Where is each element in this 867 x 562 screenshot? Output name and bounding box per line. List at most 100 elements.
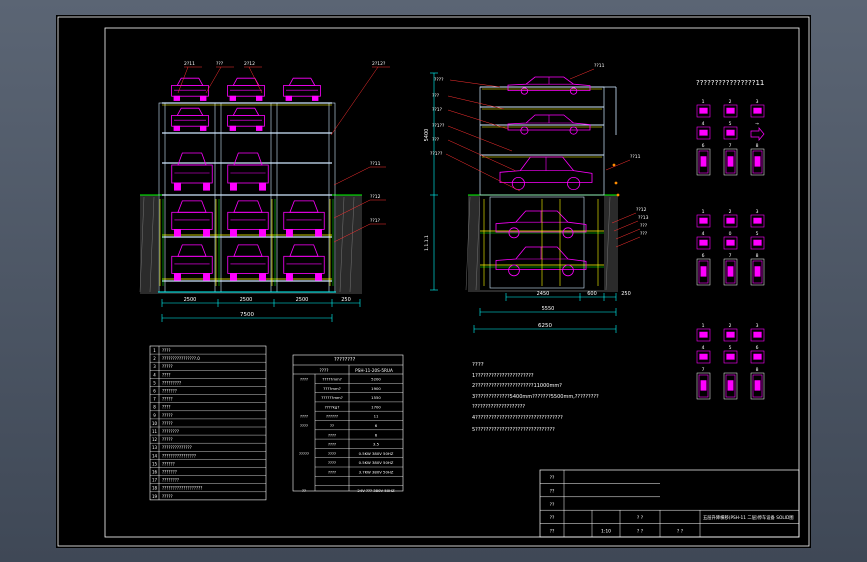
steel-frame bbox=[479, 86, 605, 196]
part-number: 5 bbox=[153, 380, 156, 385]
car-body bbox=[171, 115, 209, 127]
car-outline bbox=[750, 104, 765, 118]
note-line: ???????????????????? bbox=[472, 404, 525, 410]
callout-label: ???? bbox=[434, 77, 444, 83]
car-body bbox=[171, 255, 213, 274]
leader-line bbox=[447, 95, 505, 110]
car-icon bbox=[507, 114, 591, 135]
car-wheel bbox=[567, 177, 581, 191]
car-outline bbox=[752, 374, 763, 398]
slot-number: 3 bbox=[756, 323, 759, 329]
car-wheel bbox=[311, 95, 319, 101]
pallet-slot bbox=[723, 372, 738, 400]
notes-title: ???? bbox=[472, 362, 484, 368]
inner-frame bbox=[104, 27, 800, 538]
car-icon bbox=[507, 76, 591, 95]
leader-line bbox=[445, 153, 521, 192]
leader-line bbox=[615, 236, 641, 248]
car-cabin bbox=[753, 239, 762, 246]
car-outline bbox=[752, 150, 763, 174]
dimension-text: 600 bbox=[587, 291, 597, 297]
outer-frame bbox=[57, 16, 810, 547]
leader-line bbox=[447, 109, 509, 130]
car-icon bbox=[696, 104, 711, 118]
car-icon bbox=[171, 152, 213, 191]
slot-number: 4 bbox=[702, 345, 705, 351]
spec-item: ??????mm? bbox=[321, 395, 343, 400]
dimension-text: 6250 bbox=[538, 323, 552, 329]
car-body bbox=[495, 246, 587, 270]
car-cabin bbox=[699, 353, 708, 360]
part-name: ?????? bbox=[162, 461, 175, 466]
car-icon bbox=[750, 350, 765, 364]
car-icon bbox=[696, 236, 711, 250]
part-number: 9 bbox=[153, 413, 156, 418]
car-icon bbox=[723, 214, 738, 228]
car-wheel bbox=[285, 228, 293, 237]
part-name: ??????? bbox=[162, 389, 177, 394]
car-icon bbox=[696, 328, 711, 342]
car-icon bbox=[723, 126, 738, 140]
title-row-label: ?? bbox=[550, 488, 555, 494]
pallet-slot bbox=[723, 148, 738, 176]
car-body bbox=[227, 164, 269, 184]
car-wheel bbox=[229, 182, 237, 191]
car-icon bbox=[723, 328, 738, 342]
dimension-text: 5400 bbox=[424, 129, 430, 142]
title-row-label: ?? bbox=[550, 475, 555, 481]
callout-label: 2?12? bbox=[372, 61, 386, 67]
car-icon bbox=[752, 150, 763, 174]
slot-number: 1 bbox=[702, 209, 705, 215]
car-body bbox=[171, 164, 213, 184]
car-cabin bbox=[753, 331, 762, 338]
part-name: ????? bbox=[162, 397, 173, 402]
car-icon bbox=[283, 244, 325, 281]
part-number: 14 bbox=[152, 453, 158, 458]
car-icon bbox=[698, 260, 709, 284]
car-icon bbox=[283, 77, 321, 101]
callout-label: ??13 bbox=[638, 215, 649, 221]
title-sign-cell: ? ? bbox=[637, 515, 644, 521]
car-icon bbox=[723, 350, 738, 364]
title-block-border bbox=[539, 469, 800, 538]
car-icon bbox=[227, 244, 269, 281]
part-name: ??????? bbox=[162, 470, 177, 475]
car-body bbox=[227, 211, 269, 230]
part-name: ???? bbox=[162, 372, 171, 377]
car-icon bbox=[227, 152, 269, 191]
car-wheel bbox=[569, 87, 578, 95]
car-wheel bbox=[174, 182, 181, 191]
car-wheel bbox=[174, 272, 181, 281]
pallet-slot bbox=[696, 258, 711, 286]
drawing-title: 五层升降横移(PSH-11 二层)停车设备 SOLID图 bbox=[703, 514, 794, 521]
car-roof bbox=[288, 77, 316, 86]
car-body bbox=[171, 211, 213, 230]
slot-number: 1 bbox=[702, 323, 705, 329]
dimension-text: 250 bbox=[341, 297, 351, 303]
side-view: 54001.1.1.1?????????1???1???????1????11?… bbox=[424, 63, 649, 333]
car-wheel bbox=[508, 227, 520, 239]
car-body bbox=[283, 211, 325, 230]
spec-header: ???? bbox=[320, 368, 329, 373]
hatch-line bbox=[475, 196, 481, 291]
spec-item: ???? bbox=[328, 432, 336, 437]
note-line: 4????????????????????????????????? bbox=[472, 415, 563, 421]
car-cabin bbox=[700, 266, 707, 277]
callout-label: ??12 bbox=[636, 207, 647, 213]
car-outline bbox=[696, 104, 711, 118]
slot-number: 7 bbox=[729, 253, 732, 259]
car-outline bbox=[723, 104, 738, 118]
car-cabin bbox=[727, 380, 734, 391]
car-icon bbox=[750, 328, 765, 342]
car-cabin bbox=[753, 217, 762, 224]
part-name: ???????? bbox=[162, 429, 179, 434]
car-outline bbox=[725, 260, 736, 284]
callout-label: ??? bbox=[432, 93, 440, 99]
spec-value: 5200 bbox=[371, 377, 381, 382]
hatch-line bbox=[339, 196, 345, 293]
note-line: 1?????????????????????? bbox=[472, 373, 534, 379]
spec-item: ???? bbox=[328, 470, 336, 475]
car-cabin bbox=[754, 266, 761, 277]
